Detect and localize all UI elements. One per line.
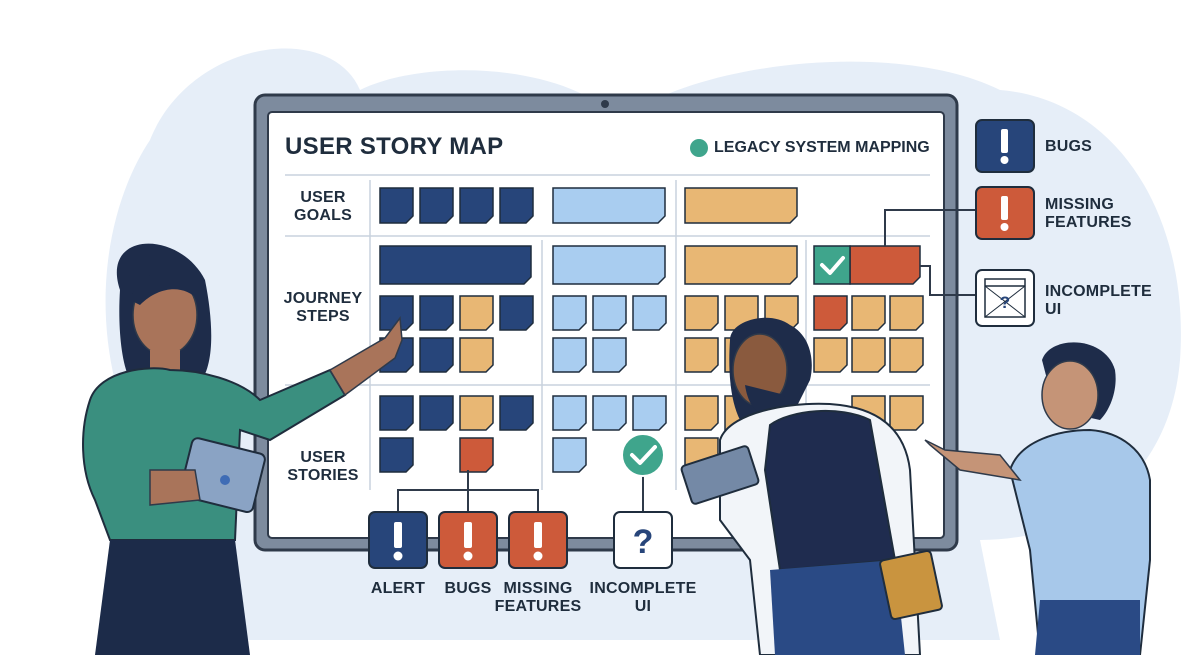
man-vest-figure — [680, 317, 943, 655]
svg-text:?: ? — [633, 523, 654, 561]
bottom-legend-missing-label: MISSING FEATURES — [494, 580, 582, 615]
sticky-note — [889, 395, 924, 431]
sticky-note — [813, 337, 848, 373]
sticky-note — [684, 245, 798, 285]
camera-icon — [601, 100, 609, 108]
bottom-incomplete-icon: ? — [613, 511, 673, 569]
sticky-note — [684, 337, 719, 373]
woman-figure — [82, 243, 403, 655]
sticky-note — [889, 337, 924, 373]
sticky-note — [632, 395, 667, 431]
sticky-note — [459, 187, 494, 224]
side-legend-missing-label: MISSING FEATURES — [1045, 196, 1132, 231]
board-grid — [285, 174, 930, 490]
bottom-missing-icon — [508, 511, 568, 569]
sticky-note — [813, 295, 848, 331]
sticky-note — [499, 187, 534, 224]
sticky-note — [419, 295, 454, 331]
side-legend-bugs-label: BUGS — [1045, 138, 1093, 155]
board-title: USER STORY MAP — [285, 133, 504, 160]
sticky-note — [419, 337, 454, 373]
sticky-note — [419, 395, 454, 431]
sticky-note — [499, 395, 534, 431]
sticky-note — [552, 295, 587, 331]
check-circle-icon — [621, 433, 665, 477]
side-legend-incomplete-icon: ? — [975, 269, 1035, 327]
sticky-note — [684, 187, 798, 224]
row-label-user-stories: USER STORIES — [287, 449, 359, 484]
sticky-note — [419, 187, 454, 224]
bottom-legend-bugs-label: BUGS — [444, 580, 492, 597]
bottom-legend-incomplete-label: INCOMPLETE UI — [589, 580, 697, 615]
sticky-note — [592, 395, 627, 431]
sticky-note — [632, 295, 667, 331]
bottom-bugs-icon — [438, 511, 498, 569]
row-label-user-goals: USER GOALS — [294, 189, 352, 224]
side-legend-bugs-icon — [975, 119, 1035, 173]
sticky-note — [684, 395, 719, 431]
sticky-note — [552, 437, 587, 473]
sticky-note — [552, 395, 587, 431]
svg-text:?: ? — [1000, 293, 1010, 312]
sticky-notes — [379, 187, 924, 473]
row-label-journey-steps: JOURNEY STEPS — [283, 290, 363, 325]
young-man-figure — [924, 342, 1151, 655]
sticky-note — [552, 245, 666, 285]
side-legend-missing-icon — [975, 186, 1035, 240]
done-badge — [813, 245, 851, 285]
sticky-note — [849, 245, 921, 285]
connector-lines — [397, 209, 976, 512]
sticky-note — [499, 295, 534, 331]
bottom-legend-alert-label: ALERT — [370, 580, 426, 597]
sticky-note — [684, 295, 719, 331]
bottom-alert-icon — [368, 511, 428, 569]
sticky-note — [459, 395, 494, 431]
sticky-note — [592, 337, 627, 373]
sticky-note — [592, 295, 627, 331]
sticky-note — [379, 187, 414, 224]
sticky-note — [552, 337, 587, 373]
sticky-note — [552, 187, 666, 224]
legacy-label: LEGACY SYSTEM MAPPING — [714, 139, 930, 156]
sticky-note — [379, 245, 532, 285]
sticky-note — [851, 337, 886, 373]
sticky-note — [459, 437, 494, 473]
sticky-note — [459, 337, 494, 373]
sticky-note — [379, 437, 414, 473]
side-legend-incomplete-label: INCOMPLETE UI — [1045, 283, 1152, 318]
sticky-note — [379, 395, 414, 431]
sticky-note — [851, 295, 886, 331]
sticky-note — [379, 295, 414, 331]
legacy-status-dot — [690, 139, 708, 157]
sticky-note — [459, 295, 494, 331]
sticky-note — [889, 295, 924, 331]
